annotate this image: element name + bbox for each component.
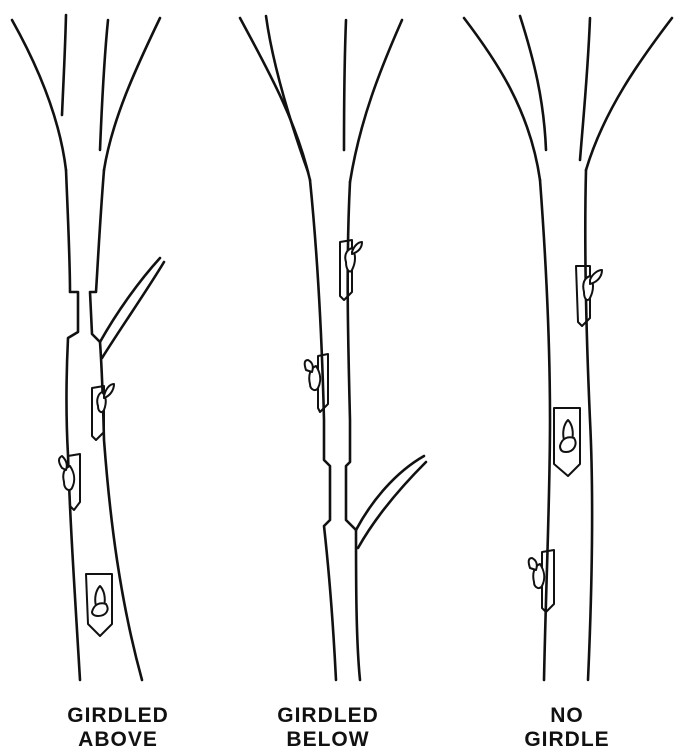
- trunk-left: [66, 170, 80, 680]
- bud-shield: [340, 240, 362, 300]
- branch-right-outer: [350, 20, 402, 182]
- side-branch-upper: [356, 456, 424, 530]
- label-girdled-below: GIRDLED BELOW: [248, 704, 408, 752]
- bud-shield: [529, 550, 554, 612]
- branch-left-outer: [12, 20, 66, 170]
- branch-right-inner: [580, 18, 590, 160]
- branch-left-inner: [62, 15, 66, 115]
- bud-shield: [576, 266, 602, 326]
- tree-no-girdle: [464, 16, 672, 680]
- branch-left-inner: [520, 16, 546, 150]
- branch-right-outer: [104, 18, 160, 170]
- bud-shield: [86, 574, 112, 636]
- bud-shield: [554, 408, 580, 476]
- branch-left-outer: [240, 18, 310, 180]
- label-line-2: GIRDLE: [487, 728, 647, 752]
- side-branch-upper: [100, 258, 160, 342]
- branch-right-inner: [344, 20, 346, 150]
- label-line-1: GIRDLED: [38, 704, 198, 728]
- label-line-2: ABOVE: [38, 728, 198, 752]
- side-branch-lower: [358, 462, 426, 548]
- bud-shield: [92, 384, 114, 440]
- label-girdled-above: GIRDLED ABOVE: [38, 704, 198, 752]
- label-line-2: BELOW: [248, 728, 408, 752]
- trunk-left: [310, 180, 336, 680]
- trunk-right: [585, 170, 592, 680]
- label-no-girdle: NO GIRDLE: [487, 704, 647, 752]
- tree-girdled-below: [240, 16, 426, 680]
- label-line-1: GIRDLED: [248, 704, 408, 728]
- tree-girdled-above: [12, 15, 164, 680]
- branch-right-outer: [586, 18, 672, 170]
- side-branch-lower: [102, 262, 164, 358]
- branch-right-inner: [100, 20, 108, 150]
- label-line-1: NO: [487, 704, 647, 728]
